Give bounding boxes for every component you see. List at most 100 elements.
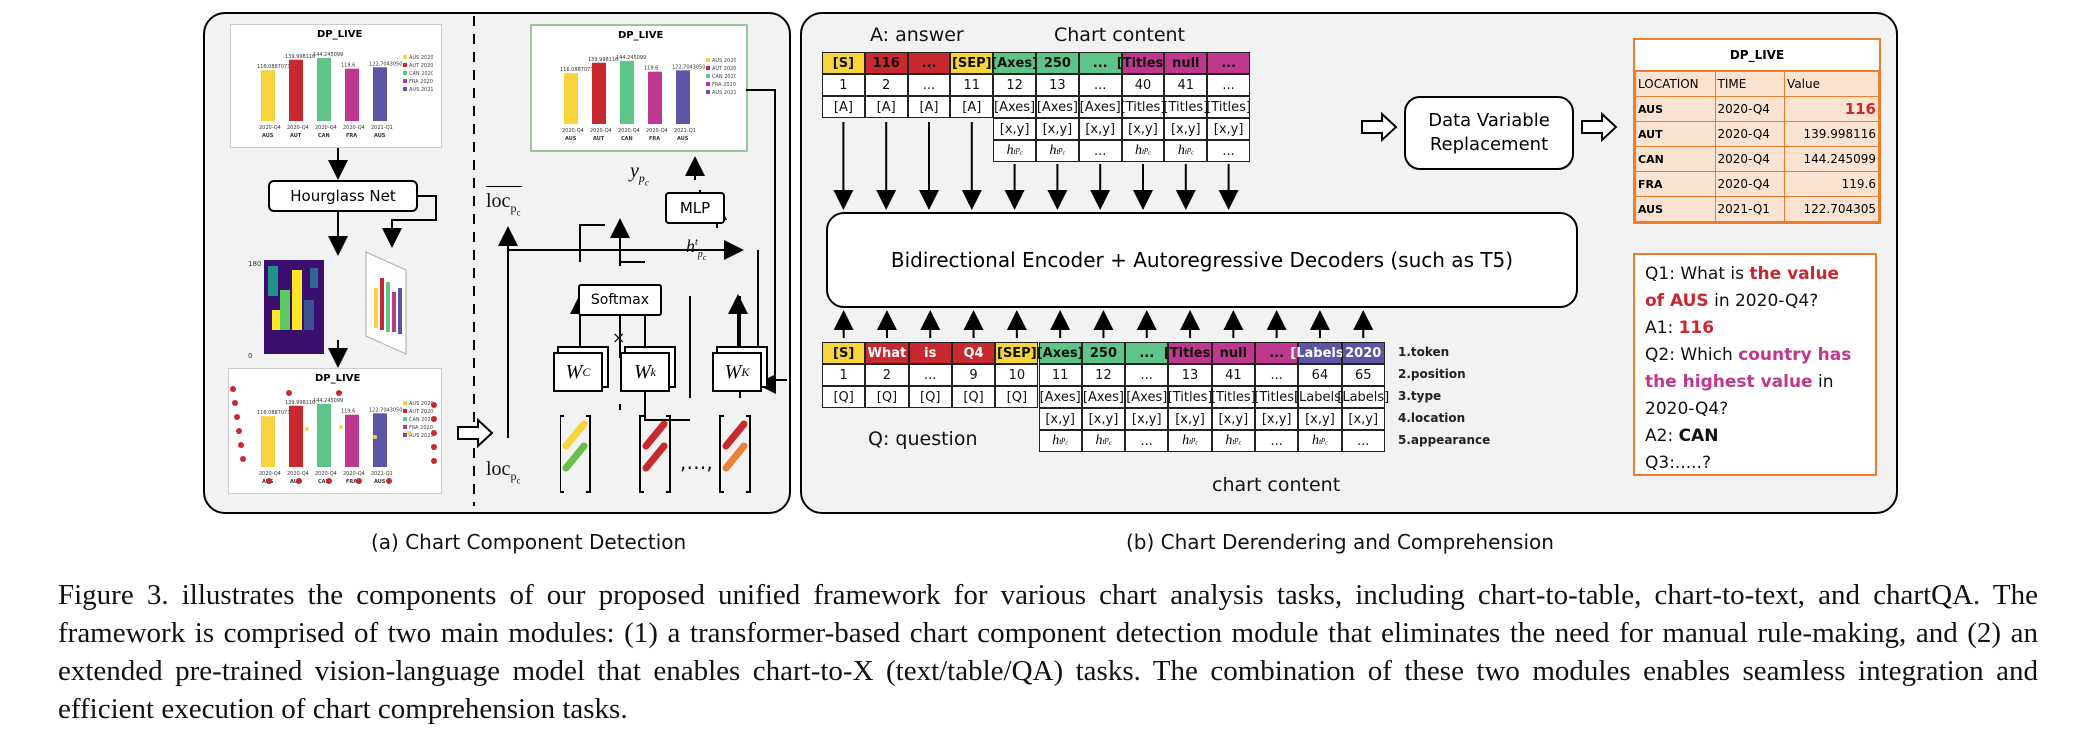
component-view: [360, 248, 410, 358]
mini-legend-swatch: [403, 71, 407, 75]
answer-token: null: [1164, 52, 1208, 74]
y-pc-label: ypc: [630, 160, 649, 188]
mini-legend-swatch: [403, 409, 407, 413]
answer-location: [x,y]: [993, 118, 1036, 140]
mini-bar-cat: 2021-Q1: [674, 128, 696, 134]
mini-legend-label: AUT 2020-Q4: [409, 63, 433, 69]
mini-bar-loc: AUS: [374, 133, 386, 139]
answer-type: [Titles]: [1206, 96, 1251, 118]
mlp-box: MLP: [665, 192, 725, 224]
answer-token: ...: [907, 52, 951, 74]
question-position: ...: [1125, 364, 1169, 386]
mini-legend-swatch: [403, 63, 407, 67]
question-position: 11: [1038, 364, 1082, 386]
chart-content-label: Chart content: [1054, 24, 1185, 46]
mini-bar: [345, 68, 359, 121]
mini-bar-value: 119.6: [644, 66, 658, 72]
vector-ellipsis: ,…,: [680, 450, 713, 474]
heat-tick-top: 180: [248, 260, 261, 268]
answer-token: ...: [1078, 52, 1122, 74]
question-position: 10: [995, 364, 1039, 386]
mini-legend-label: CAN 2020-Q4: [409, 417, 433, 423]
answer-position: 1: [822, 74, 865, 96]
answer-position: 13: [1036, 74, 1079, 96]
answer-location: [x,y]: [1164, 118, 1208, 140]
chart-content-bottom-label: chart content: [1212, 474, 1341, 496]
mini-bar-value: 144.245099: [313, 398, 343, 404]
mini-bar: [317, 57, 331, 121]
mini-bar-loc: CAN: [621, 136, 633, 142]
mini-bar-loc: AUT: [290, 133, 302, 139]
question-token: [Labels]: [1290, 342, 1350, 364]
question-position: 1: [822, 364, 866, 386]
question-location: [x,y]: [1125, 408, 1169, 430]
keypoints-overlay: [230, 386, 437, 484]
question-appearance: ...: [1255, 430, 1299, 452]
table-cell: AUS: [1635, 196, 1716, 222]
answer-type: [A]: [864, 96, 908, 118]
question-position: 2: [865, 364, 909, 386]
mini-bar-value: 139.998116: [285, 400, 315, 406]
mini-bar-value: 122.7043050: [369, 407, 402, 413]
mini-bar-value: 119.6: [341, 63, 355, 69]
mini-bar: [261, 70, 275, 121]
loc-label: locpc: [486, 458, 521, 486]
table-cell: 2020-Q4: [1714, 171, 1786, 197]
mini-legend-label: CAN 2020-Q4: [409, 71, 433, 77]
encoder-decoder-box: Bidirectional Encoder + Autoregressive D…: [826, 212, 1578, 308]
answer-position: 41: [1164, 74, 1208, 96]
output-table-title: DP_LIVE: [1635, 40, 1879, 71]
answer-token: [Axes]: [991, 52, 1038, 74]
answer-appearance: ...: [1207, 140, 1250, 162]
question-type: [Q]: [951, 386, 996, 408]
mini-legend-label: AUT 2020-Q4: [712, 66, 736, 72]
mini-legend-swatch: [403, 417, 407, 421]
question-location: [x,y]: [1255, 408, 1299, 430]
mini-bar: [648, 71, 662, 124]
answer-type: [Titles]: [1121, 96, 1165, 118]
mini-bar-cat: 2020-Q4: [343, 471, 365, 477]
mini-bar-cat: 2021-Q1: [371, 125, 393, 131]
table-cell: 2021-Q1: [1714, 196, 1786, 222]
qa-a1: A1: 116: [1645, 318, 1715, 338]
mini-bar-cat: 2020-Q4: [590, 128, 612, 134]
question-position: 12: [1081, 364, 1126, 386]
question-type: [Q]: [865, 386, 909, 408]
table-cell: AUT: [1635, 121, 1716, 147]
question-position: 41: [1211, 364, 1255, 386]
mini-bar-value: 122.7043050: [672, 64, 705, 70]
question-position: 64: [1298, 364, 1342, 386]
feature-vectors: [560, 415, 751, 493]
heatmap-grid: [264, 260, 324, 354]
answer-location: [x,y]: [1036, 118, 1079, 140]
mini-bar-loc: AUS: [262, 133, 274, 139]
panel-a-label: (a) Chart Component Detection: [371, 530, 687, 554]
mini-bar-cat: 2020-Q4: [287, 125, 309, 131]
question-appearance: ...: [1341, 430, 1385, 452]
row-label: 2.position: [1398, 367, 1466, 381]
mini-legend-swatch: [706, 66, 710, 70]
qa-q2: Q2: Which country has: [1645, 345, 1852, 365]
answer-location: [x,y]: [1207, 118, 1250, 140]
answer-token: [Titles]: [1117, 52, 1169, 74]
detected-chart-title: DP_LIVE: [315, 373, 361, 384]
mini-bar-loc: FRA: [346, 479, 357, 485]
mini-bar-value: 144.245099: [616, 55, 646, 61]
hollow-arrow-a: [457, 418, 494, 448]
table-cell: AUS: [1635, 96, 1716, 122]
mini-legend-label: AUS 2020-Q4: [409, 55, 433, 61]
question-type: [Labels]: [1337, 386, 1389, 408]
mini-legend-label: AUT 2020-Q4: [409, 409, 433, 415]
question-type: [Axes]: [1038, 386, 1082, 408]
table-cell: 119.6: [1784, 171, 1879, 197]
question-token: Q4: [951, 342, 996, 364]
mini-bar-cat: 2020-Q4: [259, 471, 281, 477]
mini-bar-value: 139.998116: [285, 54, 315, 60]
answer-type: [A]: [907, 96, 951, 118]
row-label: 5.appearance: [1398, 433, 1491, 447]
question-location: [x,y]: [1211, 408, 1255, 430]
question-type: [Axes]: [1125, 386, 1169, 408]
question-location: [x,y]: [1038, 408, 1082, 430]
